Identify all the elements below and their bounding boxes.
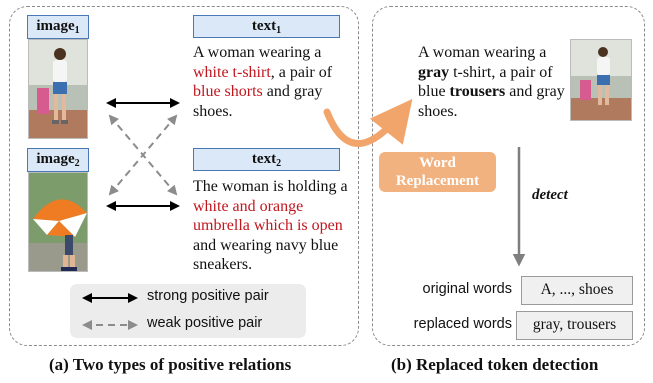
replaced-word-gray: gray [418,63,450,81]
replaced-word-trousers: trousers [449,83,506,100]
positive-relations-panel [9,6,359,346]
text1-caption: A woman wearing a white t-shirt, a pair … [193,44,333,120]
weak-pair-arrow-2 [108,114,178,196]
highlight-blue-shorts: blue shorts [193,83,263,100]
original-words-label: original words [422,281,512,297]
replaced-caption-text: A woman wearing a gray t-shirt, a pair o… [418,44,565,120]
image1-thumbnail [570,39,632,121]
image1-label: image1 [27,15,89,39]
image2-photo [28,172,88,272]
highlight-white-orange-umbrella: white and orange umbrella which is open [193,197,343,235]
word-replacement-box: Word Replacement [379,152,496,192]
text2-caption: The woman is holding a white and orange … [193,178,348,273]
text2-label: text2 [193,148,340,171]
caption-b: (b) Replaced token detection [391,355,599,374]
image1-photo [28,39,88,139]
replaced-words-box: gray, trousers [516,311,633,340]
replaced-token-detection-panel [372,6,645,346]
original-words-box: A, ..., shoes [521,276,633,305]
legend-weak-label: weak positive pair [147,315,263,331]
highlight-white-tshirt: white t-shirt [193,63,271,81]
text1-label: text1 [193,15,340,38]
legend-strong-label: strong positive pair [147,288,269,304]
replaced-words-label: replaced words [413,316,512,332]
replacement-curve-arrow [323,98,413,147]
caption-a: (a) Two types of positive relations [49,355,292,374]
detect-label: detect [532,187,568,203]
image2-label: image2 [27,148,89,172]
